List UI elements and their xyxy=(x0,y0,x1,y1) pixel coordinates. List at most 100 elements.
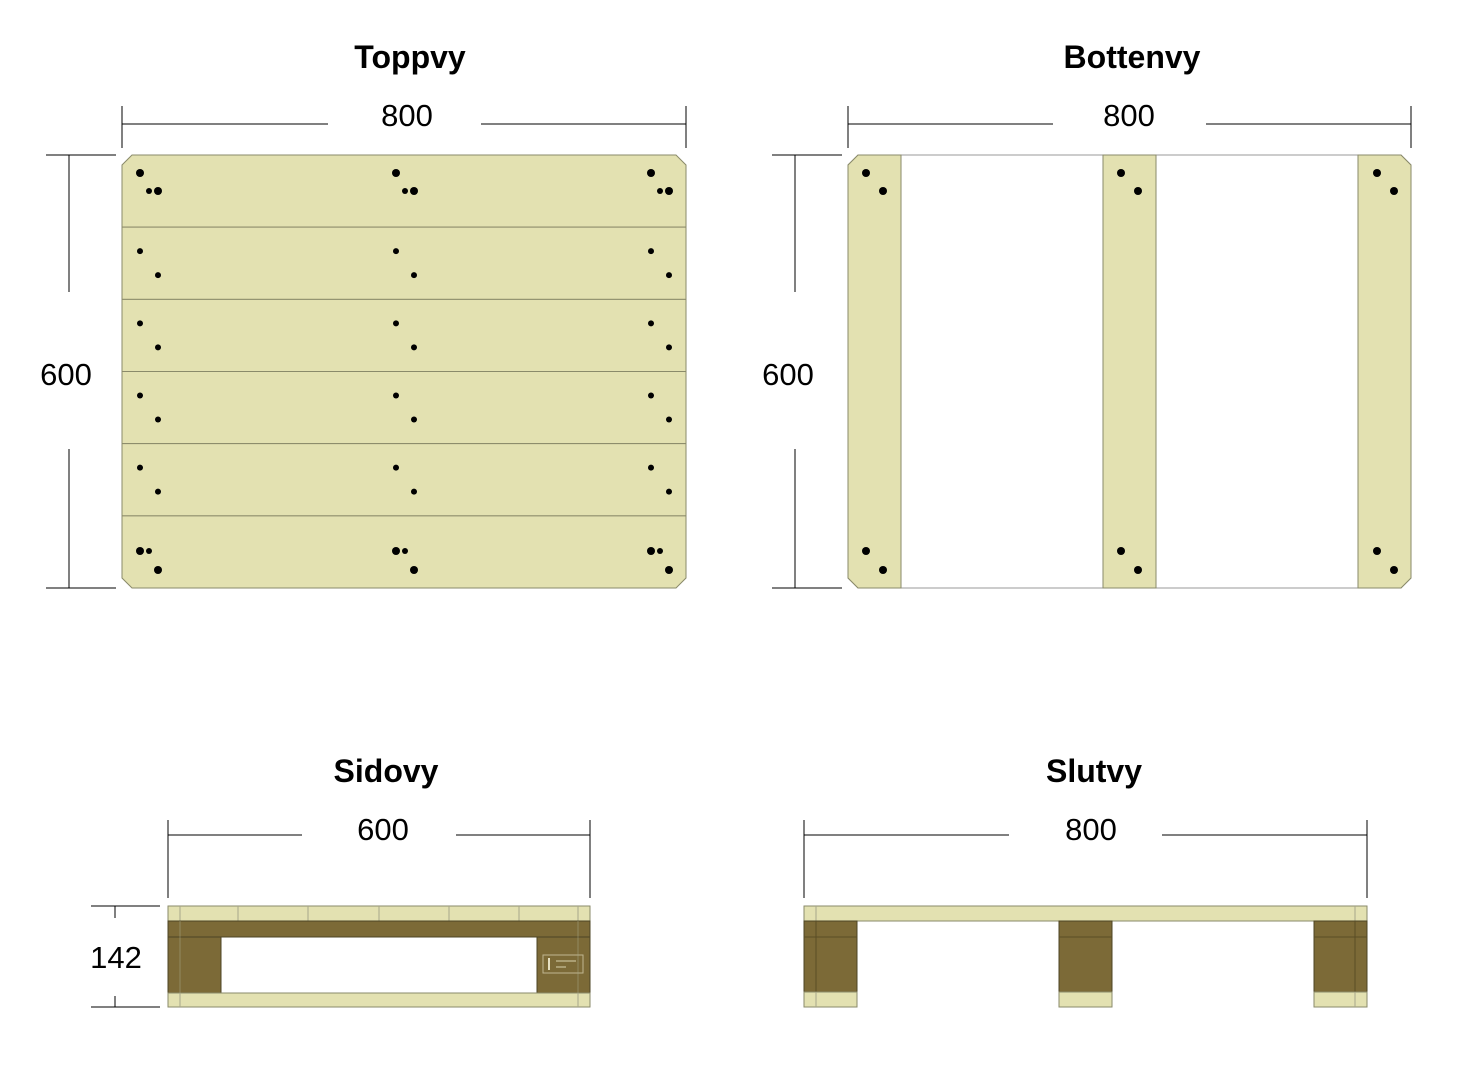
nail-dot xyxy=(410,187,418,195)
nail-dot xyxy=(666,488,672,495)
top-view-width-dimension: 800 xyxy=(121,98,687,148)
nail-dot xyxy=(1390,187,1398,195)
bottom-view: Bottenvy 800 600 xyxy=(762,39,1412,589)
bottom-runner-left xyxy=(847,154,902,589)
side-view-width-dimension: 600 xyxy=(167,812,591,898)
nail-dot xyxy=(665,566,673,574)
nail-dot xyxy=(862,169,870,177)
nail-dot xyxy=(392,547,400,555)
nail-dot xyxy=(155,272,161,279)
top-deck-board xyxy=(121,443,687,517)
nail-dot xyxy=(657,548,663,554)
nail-dot xyxy=(1373,547,1381,555)
end-bottom-board-right xyxy=(1313,991,1368,1008)
top-deck-board xyxy=(121,298,687,372)
nail-dot xyxy=(666,344,672,351)
end-view: Slutvy 800 xyxy=(803,753,1368,1008)
top-view-height-label: 600 xyxy=(40,357,92,392)
nail-dot xyxy=(1134,566,1142,574)
side-block-marking xyxy=(542,954,584,974)
bottom-view-width-dimension: 800 xyxy=(847,98,1412,148)
nail-dot xyxy=(154,566,162,574)
nail-dot xyxy=(146,548,152,554)
end-top-board xyxy=(803,905,1368,922)
bottom-runner-right xyxy=(1357,154,1412,589)
nail-dot xyxy=(411,488,417,495)
top-view-width-label: 800 xyxy=(381,98,433,133)
nail-dot xyxy=(862,547,870,555)
nail-dot xyxy=(1117,547,1125,555)
end-bottom-board-left xyxy=(803,991,858,1008)
top-view: Toppvy 800 600 xyxy=(40,39,687,589)
top-deck-board xyxy=(121,226,687,300)
nail-dot xyxy=(657,188,663,194)
side-view-width-label: 600 xyxy=(357,812,409,847)
side-view: Sidovy 600 142 xyxy=(90,753,591,1008)
nail-dot xyxy=(155,416,161,423)
nail-dot xyxy=(155,344,161,351)
side-bottom-board xyxy=(167,992,591,1008)
nail-dot xyxy=(1134,187,1142,195)
nail-dot xyxy=(393,464,399,471)
end-block-seams xyxy=(804,921,1367,992)
bottom-view-width-label: 800 xyxy=(1103,98,1155,133)
top-view-height-dimension: 600 xyxy=(40,154,116,589)
side-view-height-label: 142 xyxy=(90,940,142,975)
nail-dot xyxy=(665,187,673,195)
nail-dot xyxy=(647,169,655,177)
nail-dot xyxy=(1117,169,1125,177)
end-block-right xyxy=(1313,920,1368,993)
top-deck-board xyxy=(121,371,687,445)
nail-dot xyxy=(393,248,399,255)
side-top-board-seams xyxy=(179,906,579,921)
end-view-title: Slutvy xyxy=(1046,753,1142,789)
nail-dot xyxy=(137,392,143,399)
nail-dot xyxy=(393,392,399,399)
side-block-left xyxy=(167,936,222,994)
top-deck-boards xyxy=(121,154,687,589)
bottom-runner-nails xyxy=(862,169,1398,574)
nail-dot xyxy=(402,188,408,194)
nail-dot xyxy=(666,416,672,423)
nail-dot xyxy=(648,320,654,327)
nail-dot xyxy=(410,566,418,574)
nail-dot xyxy=(137,248,143,255)
nail-dot xyxy=(648,464,654,471)
side-view-title: Sidovy xyxy=(334,753,439,789)
bottom-view-height-label: 600 xyxy=(762,357,814,392)
nail-dot xyxy=(137,464,143,471)
nail-dot xyxy=(648,248,654,255)
nail-dot xyxy=(879,187,887,195)
nail-dot xyxy=(154,187,162,195)
side-stringer-board xyxy=(167,920,591,938)
end-block-center xyxy=(1058,920,1113,993)
top-view-title: Toppvy xyxy=(354,39,466,75)
end-block-left xyxy=(803,920,858,993)
nail-dot xyxy=(393,320,399,327)
nail-dot xyxy=(879,566,887,574)
side-bottom-board-seams xyxy=(179,921,579,1007)
bottom-view-title: Bottenvy xyxy=(1064,39,1201,75)
end-bottom-board-center xyxy=(1058,991,1113,1008)
nail-dot xyxy=(392,169,400,177)
nail-dot xyxy=(136,547,144,555)
nail-dot xyxy=(647,547,655,555)
end-view-width-label: 800 xyxy=(1065,812,1117,847)
nail-dot xyxy=(411,344,417,351)
nail-dot xyxy=(136,169,144,177)
side-view-height-dimension: 142 xyxy=(90,905,160,1008)
bottom-view-height-dimension: 600 xyxy=(762,154,842,589)
nail-dot xyxy=(137,320,143,327)
bottom-runner-center xyxy=(1102,154,1157,589)
nail-dot xyxy=(146,188,152,194)
nail-dot xyxy=(648,392,654,399)
nail-dot xyxy=(1390,566,1398,574)
nail-dot xyxy=(411,272,417,279)
nail-dot xyxy=(411,416,417,423)
top-deck-nails xyxy=(136,169,673,574)
nail-dot xyxy=(155,488,161,495)
nail-dot xyxy=(1373,169,1381,177)
side-block-right xyxy=(536,936,591,994)
nail-dot xyxy=(402,548,408,554)
